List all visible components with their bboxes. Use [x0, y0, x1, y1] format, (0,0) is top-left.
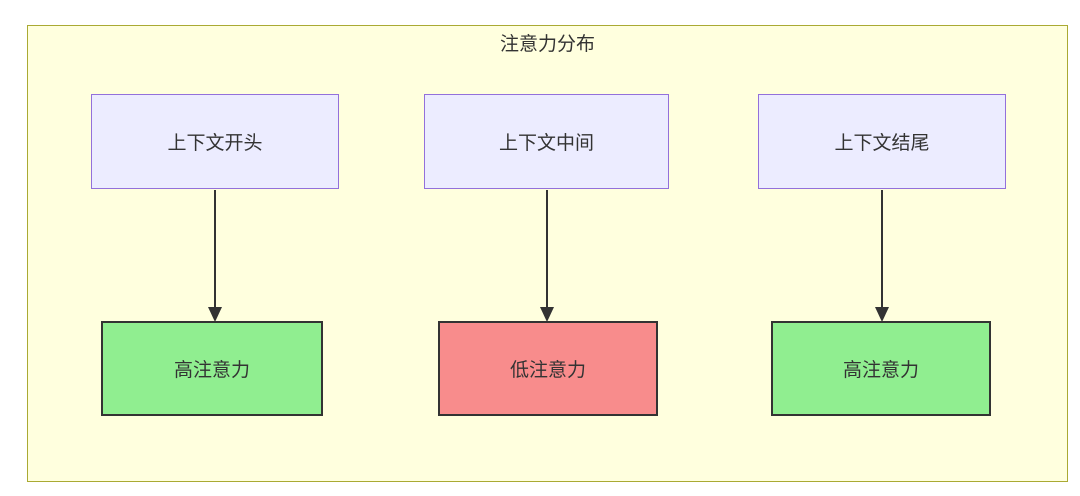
- diagram-title: 注意力分布: [499, 34, 595, 55]
- node-label: 上下文结尾: [834, 133, 930, 154]
- node-high-attention-end: 高注意力: [771, 321, 991, 416]
- node-label: 低注意力: [509, 360, 586, 381]
- node-label: 上下文中间: [498, 133, 594, 154]
- arrow-middle-to-low: [540, 190, 554, 322]
- node-context-start: 上下文开头: [91, 94, 339, 189]
- node-low-attention-middle: 低注意力: [438, 321, 658, 416]
- node-label: 高注意力: [842, 360, 919, 381]
- subgraph-container: 注意力分布 上下文开头 上下文中间 上下文结尾 高注意力 低注意力 高注意力: [27, 25, 1068, 482]
- node-context-middle: 上下文中间: [424, 94, 669, 189]
- node-high-attention-start: 高注意力: [101, 321, 323, 416]
- node-label: 上下文开头: [167, 133, 263, 154]
- node-context-end: 上下文结尾: [758, 94, 1006, 189]
- arrow-start-to-high: [208, 190, 222, 322]
- arrow-end-to-high: [875, 190, 889, 322]
- node-label: 高注意力: [173, 360, 250, 381]
